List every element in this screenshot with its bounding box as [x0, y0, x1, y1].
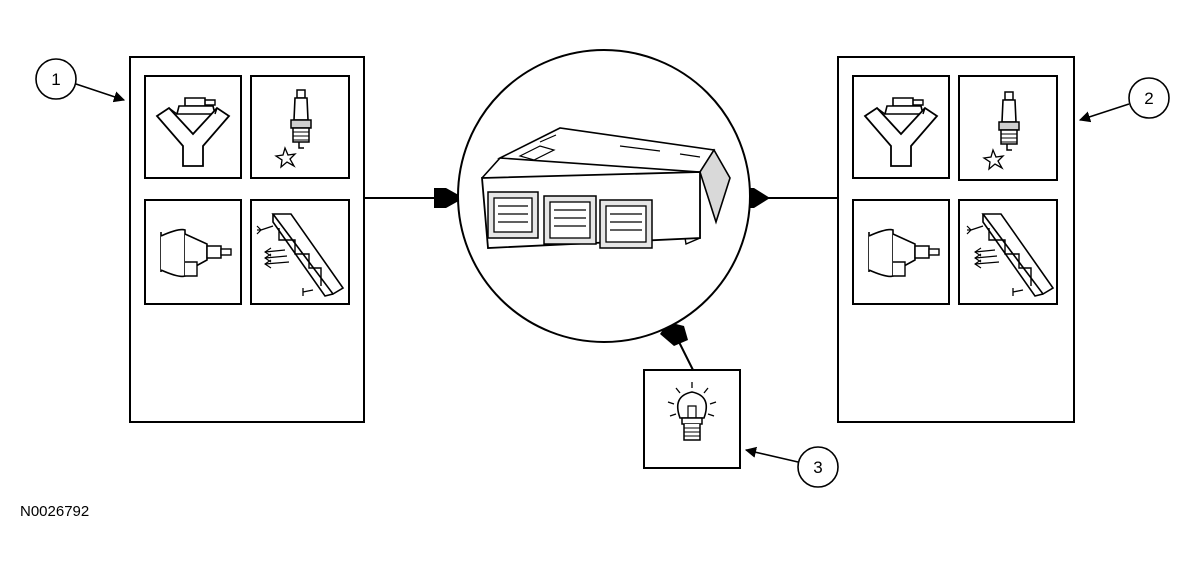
right-solenoid-tile [958, 199, 1058, 305]
connector-block-3 [599, 199, 653, 249]
input-arrowhead [434, 188, 464, 208]
callout-3-number: 3 [813, 458, 822, 477]
left-solenoid-tile [250, 199, 350, 305]
left-component-panel [129, 56, 365, 423]
indicator-lamp-box [643, 369, 741, 469]
left-fuel-injector-tile [144, 75, 242, 179]
connector-block-2 [543, 195, 597, 245]
right-fuel-injector-tile [852, 75, 950, 179]
callout-2-number: 2 [1144, 89, 1153, 108]
callout-1-number: 1 [51, 70, 60, 89]
right-component-panel [837, 56, 1075, 423]
callout-3: 3 [744, 446, 839, 488]
left-transmission-tile [144, 199, 242, 305]
callout-2: 2 [1078, 77, 1170, 123]
powertrain-control-module-icon [481, 127, 731, 249]
powertrain-control-module [457, 49, 751, 343]
connector-block-1 [487, 191, 539, 239]
left-spark-plug-tile [250, 75, 350, 179]
callout-1: 1 [35, 58, 126, 103]
right-transmission-tile [852, 199, 950, 305]
figure-id: N0026792 [20, 503, 89, 520]
right-spark-plug-tile [958, 75, 1058, 181]
